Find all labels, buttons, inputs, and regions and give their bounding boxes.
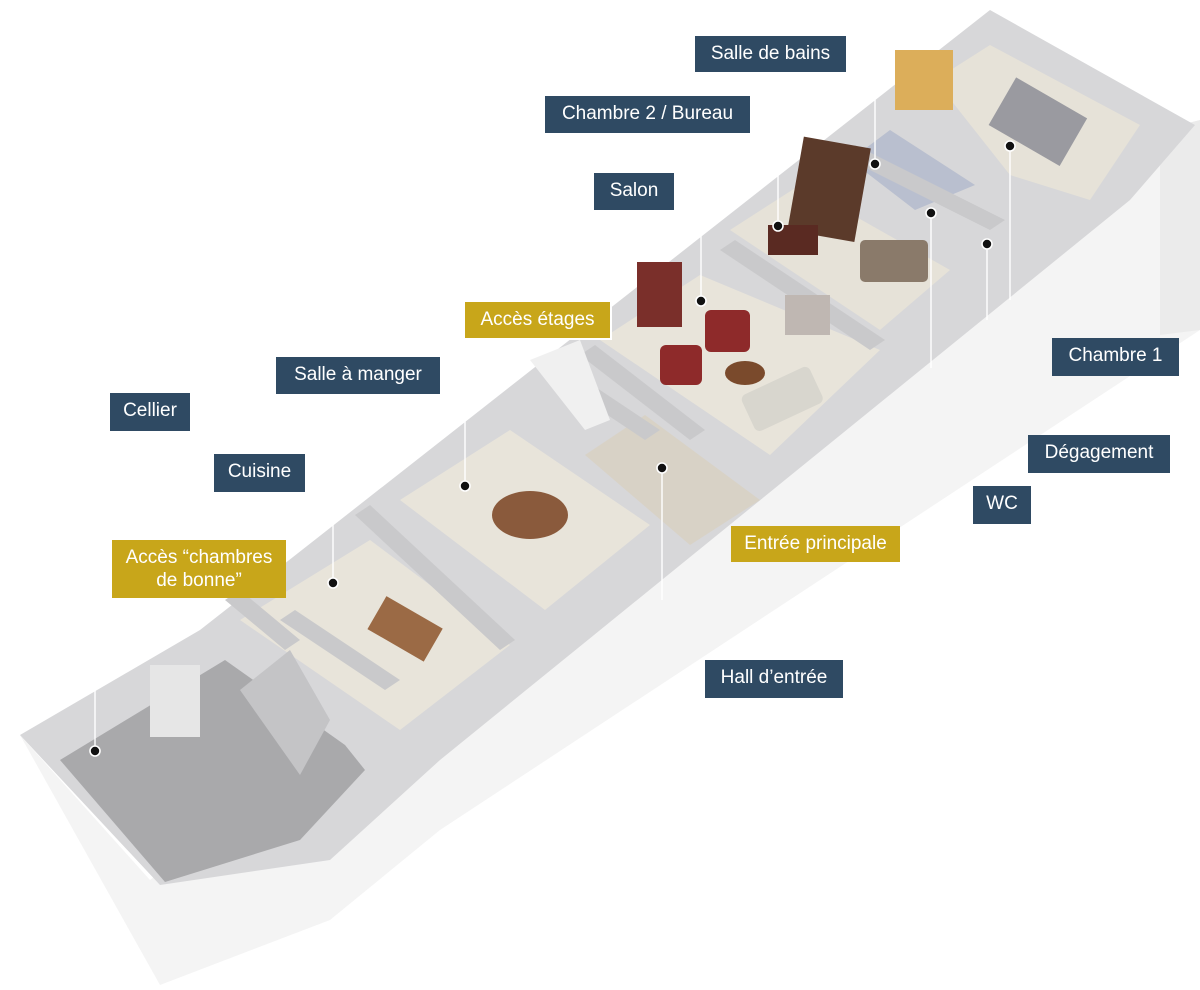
label-cellier[interactable]: Cellier bbox=[110, 393, 190, 431]
cabinet bbox=[637, 262, 682, 327]
label-cuisine[interactable]: Cuisine bbox=[214, 454, 305, 492]
label-chambre-1[interactable]: Chambre 1 bbox=[1052, 338, 1179, 376]
markers bbox=[89, 88, 1016, 757]
pin-salon bbox=[695, 295, 707, 307]
label-entree-principale[interactable]: Entrée principale bbox=[731, 526, 900, 562]
floor-hall bbox=[585, 415, 760, 545]
sofa-chambre-2 bbox=[860, 240, 928, 282]
armchair-2 bbox=[705, 310, 750, 352]
label-acces-chambres-de-bonne[interactable]: Accès “chambres de bonne” bbox=[112, 540, 286, 598]
pin-salle-a-manger bbox=[459, 480, 471, 492]
pin-degagement bbox=[925, 207, 937, 219]
wardrobe bbox=[895, 50, 953, 110]
staircase-cellier bbox=[240, 650, 330, 775]
label-degagement[interactable]: Dégagement bbox=[1028, 435, 1170, 473]
pin-cuisine bbox=[327, 577, 339, 589]
dining-table-round bbox=[492, 491, 568, 539]
pin-salle-de-bains bbox=[869, 158, 881, 170]
bed bbox=[988, 77, 1088, 166]
pin-chambre-2 bbox=[772, 220, 784, 232]
kitchen-fridge bbox=[150, 665, 200, 737]
coffee-table bbox=[725, 361, 765, 385]
floor-cuisine bbox=[240, 540, 510, 730]
pin-cellier bbox=[89, 745, 101, 757]
label-salle-de-bains[interactable]: Salle de bains bbox=[695, 36, 846, 72]
dining-table-kitchen bbox=[367, 596, 443, 662]
label-acces-etages[interactable]: Accès étages bbox=[463, 300, 612, 340]
armchair-1 bbox=[660, 345, 702, 385]
furniture bbox=[150, 50, 1088, 775]
floor-chambre-2 bbox=[730, 185, 950, 330]
bookcase bbox=[787, 136, 871, 243]
sofa bbox=[741, 366, 823, 431]
label-salle-a-manger[interactable]: Salle à manger bbox=[276, 357, 440, 394]
label-hall-d-entree[interactable]: Hall d’entrée bbox=[705, 660, 843, 698]
fireplace bbox=[785, 295, 830, 335]
staircase-etages bbox=[530, 340, 610, 430]
pin-hall bbox=[656, 462, 668, 474]
pin-chambre-1 bbox=[1004, 140, 1016, 152]
label-wc[interactable]: WC bbox=[973, 486, 1031, 524]
label-acces-chambres-line-2: de bonne” bbox=[156, 570, 242, 591]
pin-wc bbox=[981, 238, 993, 250]
label-salon[interactable]: Salon bbox=[594, 173, 674, 210]
label-acces-chambres-line-1: Accès “chambres bbox=[125, 547, 273, 568]
label-chambre-2-bureau[interactable]: Chambre 2 / Bureau bbox=[545, 96, 750, 133]
